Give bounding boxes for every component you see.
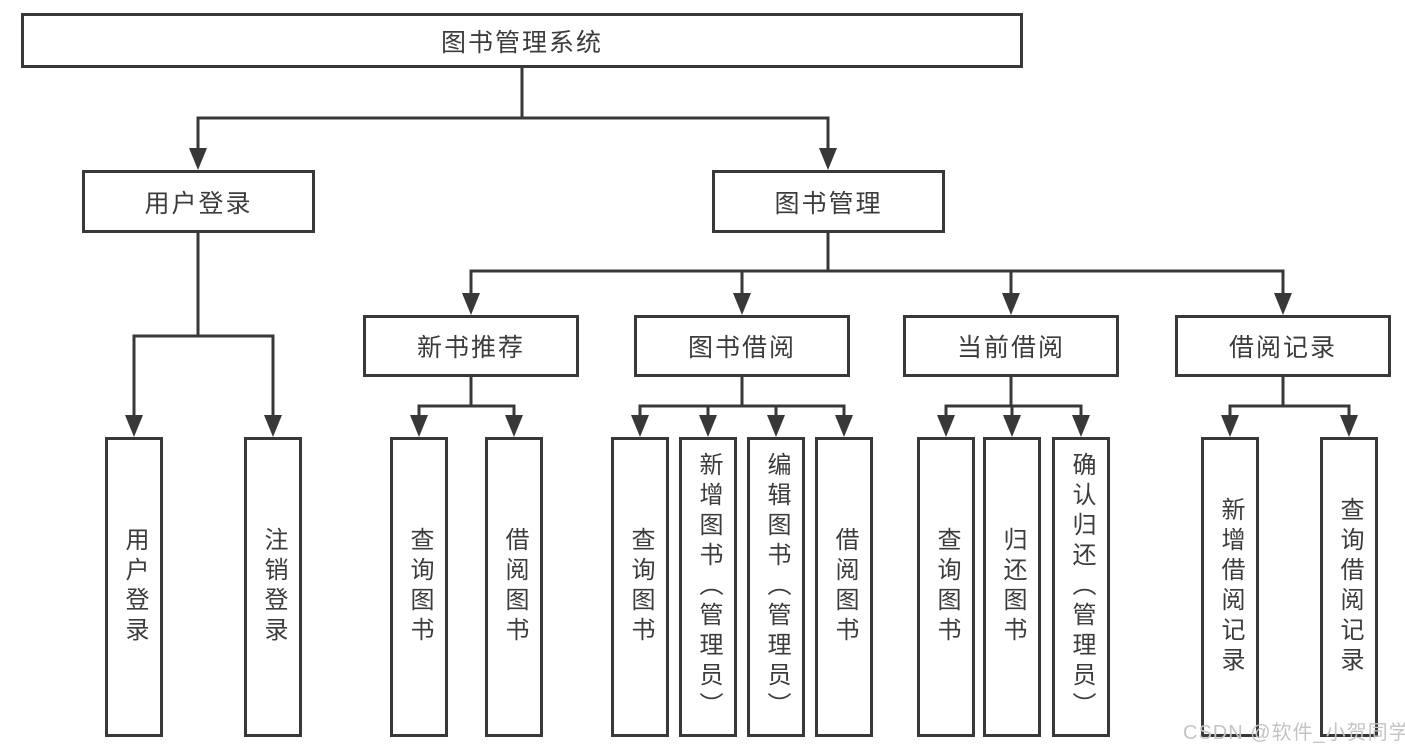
leaf-borrow-books: 借阅图书: [485, 437, 543, 737]
leaf-label: 注销登录: [260, 527, 287, 647]
node-library-management-system: 图书管理系统: [21, 13, 1023, 68]
node-new-book-recommend: 新书推荐: [363, 315, 579, 377]
node-user-login: 用户登录: [82, 170, 315, 233]
leaf-label: 借阅图书: [501, 527, 528, 647]
connector-root-to-level1: [189, 66, 837, 170]
connector-user-login-children: [125, 231, 282, 437]
leaf-query-borrow-record: 查询借阅记录: [1320, 437, 1378, 737]
leaf-label: 查询图书: [406, 527, 433, 647]
leaf-edit-books-admin: 编辑图书（管理员）: [747, 437, 805, 737]
leaf-add-borrow-record: 新增借阅记录: [1201, 437, 1259, 737]
connector-new-book-recommend-children: [410, 375, 523, 437]
leaf-label: 新增图书（管理员）: [695, 452, 722, 722]
leaf-user-login: 用户登录: [105, 437, 163, 737]
leaf-query-books: 查询图书: [611, 437, 669, 737]
node-current-borrow: 当前借阅: [903, 315, 1119, 377]
connector-book-borrow-children: [631, 375, 853, 437]
leaf-label: 查询借阅记录: [1336, 497, 1363, 677]
leaf-label: 用户登录: [121, 527, 148, 647]
leaf-label: 查询图书: [627, 527, 654, 647]
leaf-label: 借阅图书: [831, 527, 858, 647]
leaf-label: 编辑图书（管理员）: [763, 452, 790, 722]
leaf-label: 归还图书: [999, 527, 1026, 647]
csdn-watermark: CSDN @软件_小贺同学: [1183, 722, 1405, 744]
leaf-return-books: 归还图书: [983, 437, 1041, 737]
connector-book-management-children: [462, 231, 1292, 315]
leaf-label: 新增借阅记录: [1217, 497, 1244, 677]
leaf-query-books: 查询图书: [917, 437, 975, 737]
connector-current-borrow-children: [937, 375, 1090, 437]
leaf-label: 查询图书: [933, 527, 960, 647]
connector-borrow-records-children: [1221, 375, 1358, 437]
leaf-confirm-return-admin: 确认归还（管理员）: [1052, 437, 1110, 737]
leaf-label: 确认归还（管理员）: [1068, 452, 1095, 722]
node-borrow-records: 借阅记录: [1175, 315, 1391, 377]
node-book-management: 图书管理: [712, 170, 945, 233]
leaf-borrow-books: 借阅图书: [815, 437, 873, 737]
leaf-add-books-admin: 新增图书（管理员）: [679, 437, 737, 737]
node-book-borrow: 图书借阅: [634, 315, 850, 377]
leaf-query-books: 查询图书: [390, 437, 448, 737]
leaf-logout: 注销登录: [244, 437, 302, 737]
